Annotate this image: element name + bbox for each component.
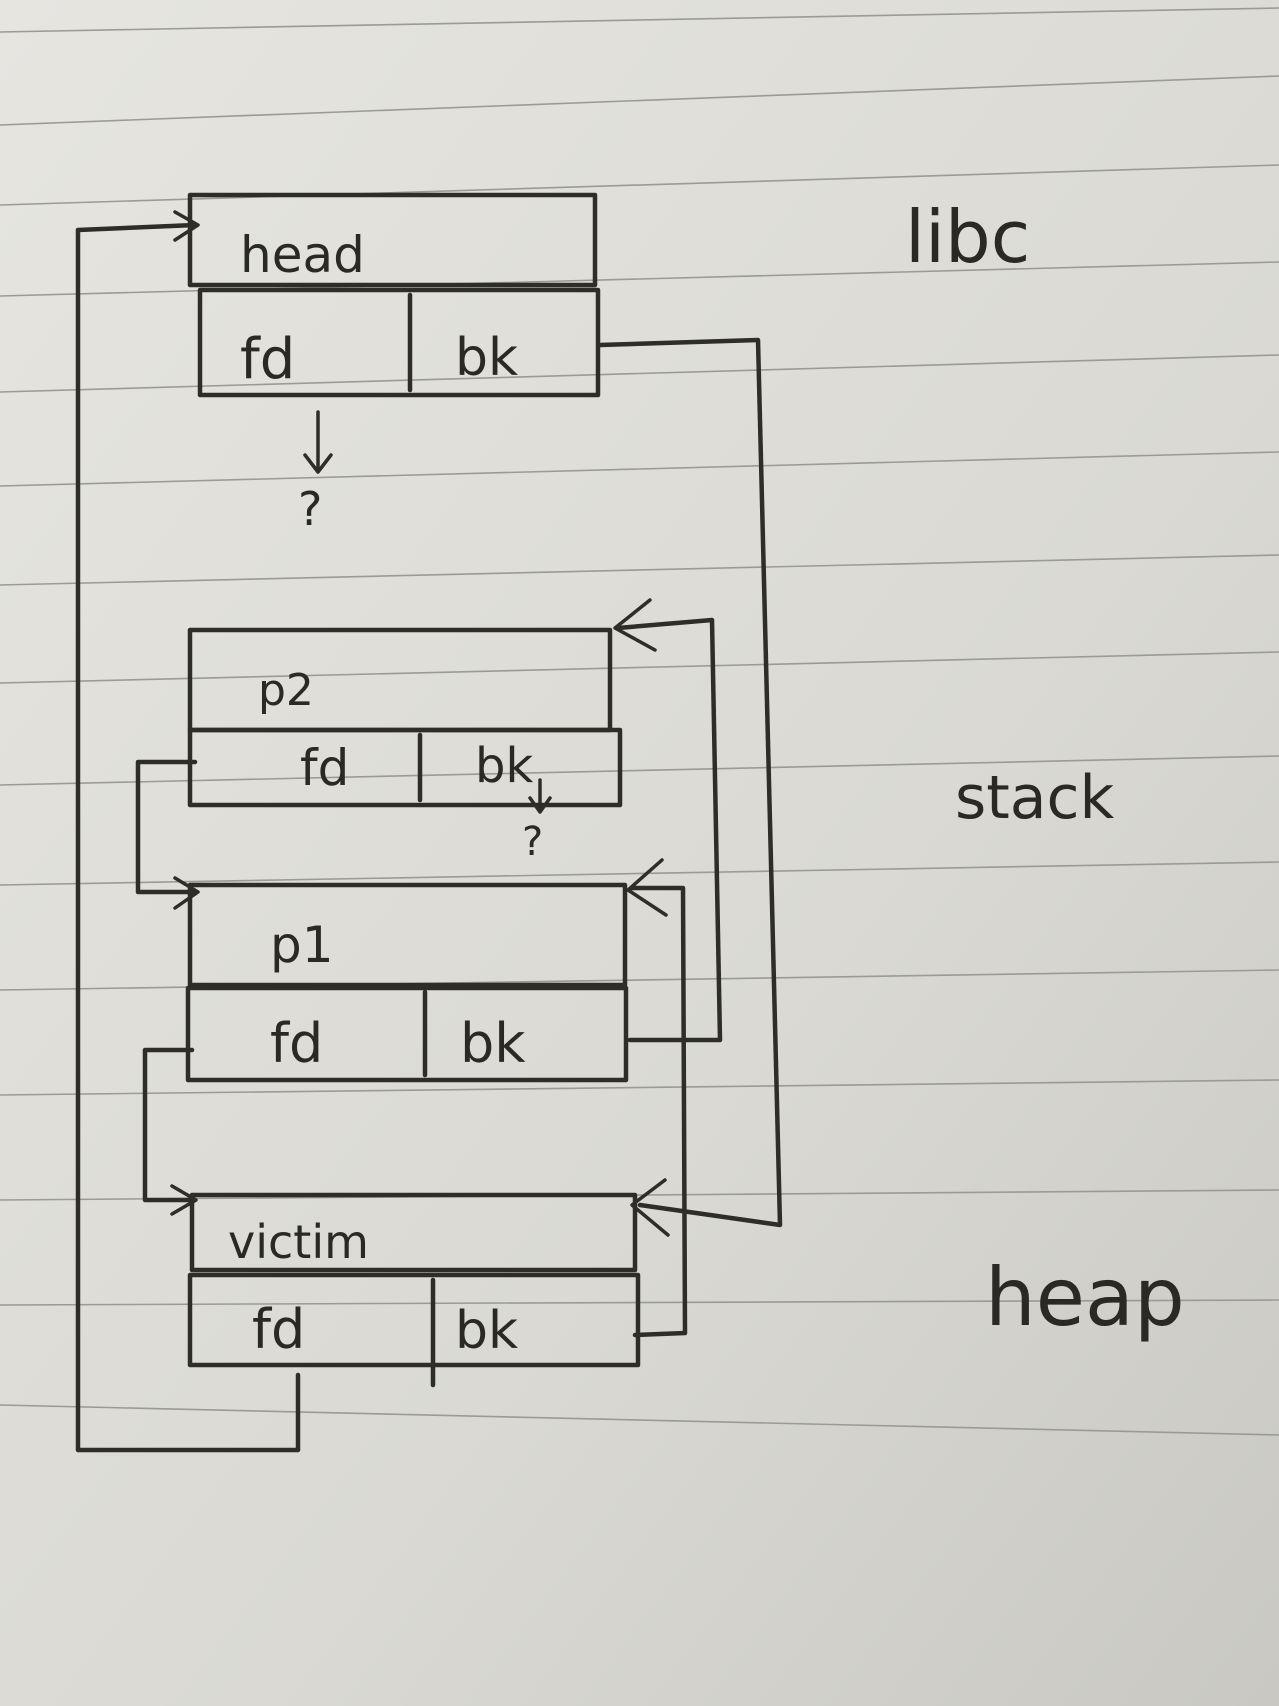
p1-fd-bk-box — [185, 985, 629, 1083]
head-label: head — [240, 226, 365, 284]
p2-bk-unknown-arrow — [528, 778, 552, 814]
victim-bk-to-p1-arrow — [626, 858, 688, 1338]
head-fd-bk-box — [197, 287, 601, 398]
head-fd-unknown-arrow — [303, 410, 333, 474]
p2-fd-to-p1-arrow — [135, 759, 200, 910]
p1-chunk — [185, 882, 629, 1083]
head-fd-unknown-mark: ? — [298, 482, 322, 536]
region-label-stack: stack — [955, 763, 1115, 833]
victim-fd-label: fd — [252, 1298, 305, 1361]
head-bk-to-victim-arrow — [597, 337, 783, 1237]
victim-name-box — [189, 1192, 638, 1273]
p1-bk-label: bk — [460, 1012, 526, 1075]
p1-bk-to-p2-arrow — [613, 598, 723, 1043]
region-label-heap: heap — [985, 1251, 1185, 1344]
victim-bk-label: bk — [455, 1301, 518, 1361]
p1-fd-to-victim-arrow — [142, 1047, 198, 1216]
head-name-box — [187, 192, 598, 288]
victim-chunk — [187, 1192, 641, 1388]
p1-fd-label: fd — [270, 1012, 323, 1075]
p1-name-box — [187, 882, 628, 988]
head-bk-label: bk — [455, 328, 518, 388]
p2-fd-bk-box — [187, 727, 623, 808]
head-chunk — [187, 192, 601, 398]
p1-label: p1 — [270, 916, 334, 974]
p2-bk-unknown-mark: ? — [522, 819, 543, 865]
p2-fd-label: fd — [300, 739, 349, 797]
p2-chunk — [187, 627, 623, 808]
region-label-libc: libc — [905, 195, 1030, 279]
p2-bk-label: bk — [475, 738, 533, 794]
victim-fd-to-head-arrow — [75, 210, 301, 1453]
p2-label: p2 — [258, 665, 314, 716]
victim-fd-bk-box — [187, 1272, 641, 1368]
victim-label: victim — [228, 1215, 369, 1269]
head-fd-label: fd — [240, 327, 295, 392]
